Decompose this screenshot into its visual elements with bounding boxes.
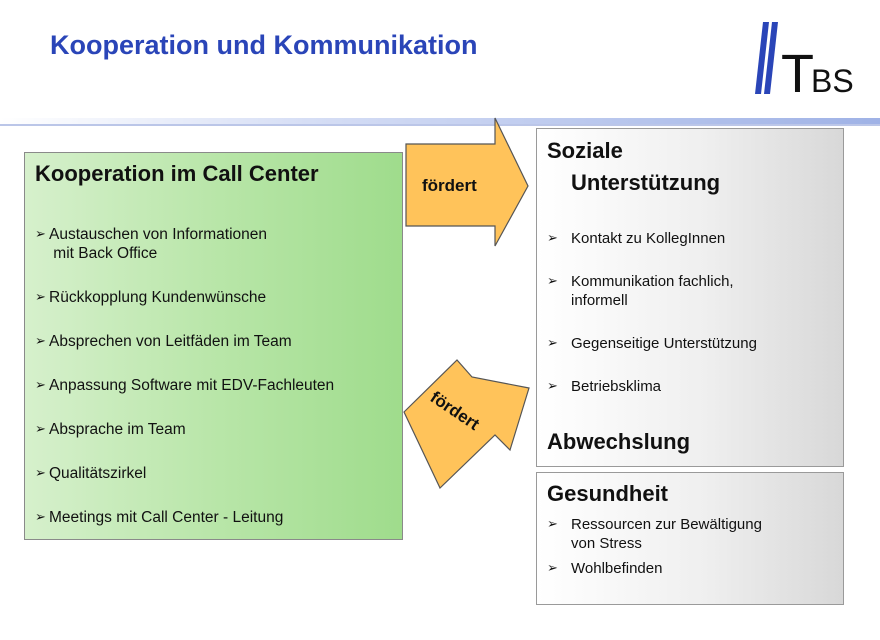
arrow-top-label: fördert [422, 176, 477, 195]
header-rule [0, 118, 880, 126]
social-support-box: Soziale Unterstützung ➢Kontakt zu Kolleg… [536, 128, 844, 467]
bullet-arrow-icon: ➢ [547, 274, 558, 289]
arrow-bottom [403, 359, 530, 490]
cooperation-list: ➢Austauschen von Informationen mit Back … [35, 225, 334, 552]
bullet-arrow-icon: ➢ [547, 517, 558, 532]
bullet-arrow-icon: ➢ [547, 336, 558, 351]
list-item: ➢Absprache im Team [35, 421, 186, 438]
slide-title: Kooperation und Kommunikation [50, 30, 478, 60]
social-support-list: ➢Kontakt zu KollegInnen ➢Kommunikation f… [547, 229, 757, 420]
list-item: ➢Ressourcen zur Bewältigung von Stress [547, 516, 762, 552]
list-item: ➢Betriebsklima [547, 378, 662, 395]
cooperation-heading: Kooperation im Call Center [35, 161, 319, 186]
list-item: ➢Kommunikation fachlich, informell [547, 273, 734, 309]
list-item: ➢Rückkopplung Kundenwünsche [35, 289, 267, 306]
list-item: ➢Wohlbefinden [547, 560, 663, 577]
logo-letter-t: T [781, 44, 814, 102]
list-item: ➢Austauschen von Informationen mit Back … [35, 226, 267, 262]
bullet-arrow-icon: ➢ [35, 378, 46, 393]
bullet-arrow-icon: ➢ [547, 561, 558, 576]
logo-stripe [764, 22, 778, 94]
bullet-arrow-icon: ➢ [547, 379, 558, 394]
variety-heading: Abwechslung [547, 429, 691, 454]
arrow-top [405, 117, 529, 247]
bullet-arrow-icon: ➢ [35, 510, 46, 525]
list-item: ➢Anpassung Software mit EDV-Fachleuten [35, 377, 335, 394]
list-item: ➢Kontakt zu KollegInnen [547, 230, 726, 247]
logo-stripe [755, 22, 769, 94]
list-item: ➢Meetings mit Call Center - Leitung [35, 509, 284, 526]
list-item: ➢Absprechen von Leitfäden im Team [35, 333, 292, 350]
social-support-heading: Soziale Unterstützung [547, 138, 721, 195]
tbs-logo: T BS [755, 22, 854, 102]
health-list: ➢Ressourcen zur Bewältigung von Stress ➢… [547, 515, 762, 584]
bullet-arrow-icon: ➢ [35, 466, 46, 481]
cooperation-box: Kooperation im Call Center ➢Austauschen … [24, 152, 403, 540]
bullet-arrow-icon: ➢ [35, 422, 46, 437]
bullet-arrow-icon: ➢ [35, 227, 46, 242]
logo-letters-bs: BS [811, 63, 854, 99]
bullet-arrow-icon: ➢ [547, 231, 558, 246]
list-item: ➢Gegenseitige Unterstützung [547, 335, 757, 352]
list-item: ➢Qualitätszirkel [35, 465, 147, 482]
bullet-arrow-icon: ➢ [35, 290, 46, 305]
bullet-arrow-icon: ➢ [35, 334, 46, 349]
health-box: Gesundheit ➢Ressourcen zur Bewältigung v… [536, 472, 844, 605]
health-heading: Gesundheit [547, 481, 669, 506]
